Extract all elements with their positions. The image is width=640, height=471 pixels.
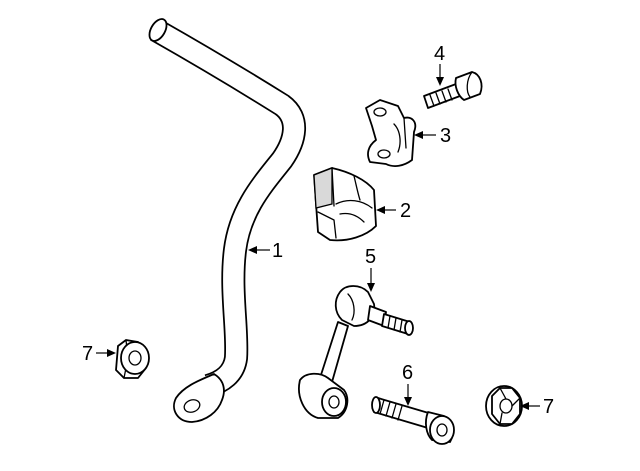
callout-2: 2 bbox=[376, 200, 411, 222]
callout-1: 1 bbox=[248, 240, 283, 262]
link-bolt bbox=[371, 396, 455, 445]
nut-left bbox=[115, 339, 150, 379]
stabilizer-link bbox=[298, 285, 414, 419]
bracket-bolt bbox=[423, 71, 483, 109]
callout-label-2: 2 bbox=[400, 200, 411, 222]
callout-label-1: 1 bbox=[272, 240, 283, 262]
callout-label-7-right: 7 bbox=[543, 396, 554, 418]
callout-7-left: 7 bbox=[82, 343, 116, 365]
callout-label-4: 4 bbox=[434, 43, 445, 65]
callout-6: 6 bbox=[402, 362, 413, 406]
stabilizer-bar bbox=[148, 18, 307, 423]
bushing-bracket bbox=[365, 99, 417, 167]
callout-3: 3 bbox=[414, 125, 451, 147]
callout-4: 4 bbox=[434, 43, 445, 86]
callout-5: 5 bbox=[365, 246, 376, 292]
callout-7-right: 7 bbox=[520, 396, 554, 418]
bar-bushing bbox=[313, 167, 377, 242]
nut-right bbox=[485, 385, 523, 427]
callout-label-3: 3 bbox=[440, 125, 451, 147]
callout-label-7-left: 7 bbox=[82, 343, 93, 365]
callout-label-6: 6 bbox=[402, 362, 413, 384]
callout-label-5: 5 bbox=[365, 246, 376, 268]
